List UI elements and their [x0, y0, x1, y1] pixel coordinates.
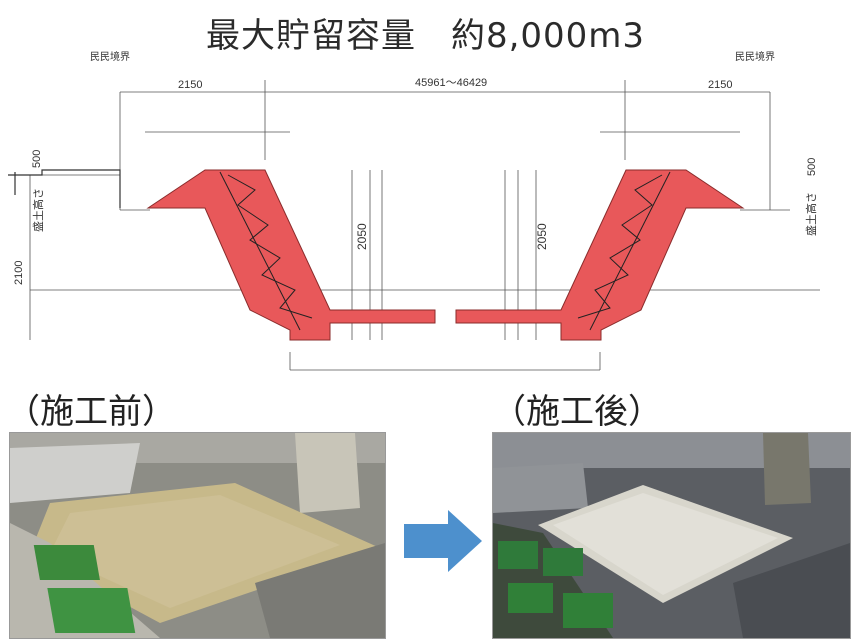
right-embankment	[455, 169, 745, 341]
left-embankment	[146, 169, 436, 341]
dimension-lines	[10, 80, 820, 371]
span-label: 45961～46429	[415, 77, 487, 89]
right-mound-caption: 盛土高さ	[804, 192, 818, 236]
page-title: 最大貯留容量 約8,000m3	[205, 16, 646, 56]
left-width-label: 2150	[178, 79, 202, 91]
arrow-right-icon	[404, 510, 482, 572]
after-caption: （施工後）	[492, 392, 662, 432]
left-depth-label: 2050	[355, 223, 369, 250]
embankment	[146, 169, 745, 341]
cross-section-drawing: 民民境界 民民境界 2150 45961～46429 2150 2050 205…	[8, 50, 820, 371]
left-mound-height-label: 500	[31, 150, 43, 168]
right-depth-label: 2050	[535, 223, 549, 250]
left-edge-height-label: 2100	[13, 261, 25, 285]
after-photo	[492, 432, 851, 639]
right-boundary-label: 民民境界	[735, 50, 775, 63]
right-mound-height-label: 500	[806, 158, 818, 176]
right-width-label: 2150	[708, 79, 732, 91]
left-mound	[8, 169, 121, 208]
before-caption: （施工前）	[6, 392, 176, 432]
before-photo	[9, 432, 386, 639]
left-boundary-label: 民民境界	[90, 50, 130, 63]
left-mound-caption: 盛土高さ	[31, 188, 45, 232]
